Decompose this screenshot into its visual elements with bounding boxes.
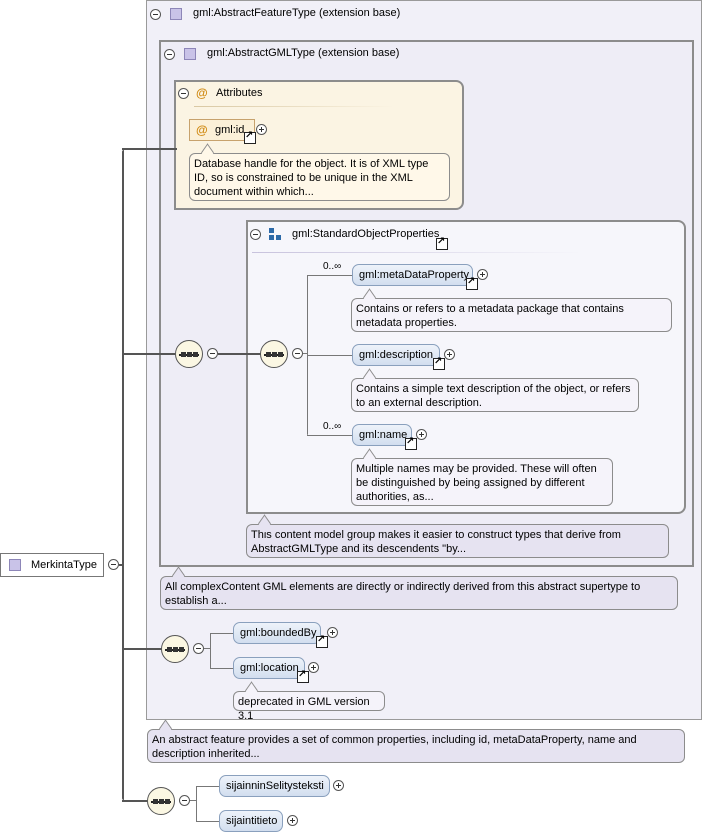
location-annotation: deprecated in GML version 3.1 [233,691,385,722]
reference-arrow-icon[interactable] [316,634,328,648]
connector-line [122,148,177,150]
sequence-icon[interactable] [260,340,288,368]
gml-id-label: gml:id [215,124,245,136]
connector-line [190,800,196,801]
gml-id-attribute[interactable]: @ gml:id [189,119,255,141]
metadataproperty-annotation: Contains or refers to a metadata package… [351,298,672,332]
connector-line [122,353,175,355]
connector-line [218,353,261,355]
element-label: gml:metaDataProperty [359,269,470,281]
element-label: gml:name [359,429,408,441]
connector-line [122,800,147,802]
reference-arrow-icon[interactable] [466,276,478,290]
occurrence-label: 0..∞ [323,261,342,272]
standard-props-title: gml:StandardObjectProperties [292,228,440,240]
complex-type-icon [170,8,182,20]
reference-arrow-icon[interactable] [405,436,417,450]
element-label: gml:location [240,662,299,674]
description-annotation: Contains a simple text description of th… [351,378,639,412]
expand-gml-id-button[interactable] [256,124,267,135]
gml-boundedby-element[interactable]: gml:boundedBy [233,622,321,644]
complex-type-icon [9,559,21,571]
gml-metadataproperty-element[interactable]: gml:metaDataProperty [352,264,473,286]
collapse-gml-type-button[interactable] [164,49,175,60]
connector-line [196,821,219,822]
connector-line [210,668,233,669]
collapse-sequence-button[interactable] [292,348,303,359]
collapse-sequence-button[interactable] [179,795,190,806]
gml-name-element[interactable]: gml:name [352,424,412,446]
occurrence-label: 0..∞ [323,421,342,432]
connector-line [307,435,352,436]
standard-props-annotation: This content model group makes it easier… [246,524,669,558]
connector-line [119,564,124,566]
element-label: sijaintitieto [226,815,278,827]
element-label: gml:description [359,349,433,361]
collapse-sequence-button[interactable] [207,348,218,359]
connector-line [307,355,352,356]
sijainninselitysteksti-element[interactable]: sijainninSelitysteksti [219,775,330,797]
feature-type-annotation: An abstract feature provides a set of co… [147,729,685,763]
attributes-title: Attributes [216,87,263,99]
attribute-icon: @ [196,123,208,137]
feature-type-title: gml:AbstractFeatureType (extension base) [193,7,401,19]
connector-line [307,275,352,276]
sijaintitieto-element[interactable]: sijaintitieto [219,810,283,832]
name-annotation: Multiple names may be provided. These wi… [351,458,613,506]
merkintatype-root-element[interactable]: MerkintaType [0,553,104,577]
reference-arrow-icon[interactable] [297,669,309,683]
reference-arrow-icon[interactable] [433,356,445,370]
collapse-root-button[interactable] [108,559,119,570]
complex-type-icon [184,48,196,60]
connector-line [210,633,211,668]
attribute-icon: @ [196,86,208,100]
gml-description-element[interactable]: gml:description [352,344,440,366]
expand-boundedby-button[interactable] [327,627,338,638]
standard-props-separator [252,252,582,253]
collapse-attributes-button[interactable] [178,88,189,99]
connector-line [122,648,162,650]
expand-sijaintitieto-button[interactable] [287,815,298,826]
gml-type-annotation: All complexContent GML elements are dire… [160,576,678,610]
expand-name-button[interactable] [416,429,427,440]
connector-line [204,648,210,649]
reference-arrow-icon[interactable] [244,130,256,144]
expand-location-button[interactable] [308,662,319,673]
connector-line [303,353,307,354]
gml-location-element[interactable]: gml:location [233,657,305,679]
attributes-separator [194,106,394,107]
collapse-sequence-button[interactable] [193,643,204,654]
element-label: sijainninSelitysteksti [226,780,324,792]
sequence-icon[interactable] [147,787,175,815]
connector-line [210,633,233,634]
expand-metadataproperty-button[interactable] [477,269,488,280]
gml-id-annotation: Database handle for the object. It is of… [189,153,450,201]
gml-type-title: gml:AbstractGMLType (extension base) [207,47,400,59]
expand-sijainninselitysteksti-button[interactable] [333,780,344,791]
element-label: gml:boundedBy [240,627,317,639]
collapse-standard-props-button[interactable] [250,229,261,240]
sequence-icon[interactable] [175,340,203,368]
root-label: MerkintaType [31,559,98,571]
connector-line [122,150,124,800]
reference-arrow-icon[interactable] [436,236,448,250]
sequence-icon[interactable] [161,635,189,663]
collapse-feature-type-button[interactable] [150,9,161,20]
expand-description-button[interactable] [444,349,455,360]
connector-line [196,786,197,821]
connector-line [196,786,219,787]
group-icon [269,228,282,241]
